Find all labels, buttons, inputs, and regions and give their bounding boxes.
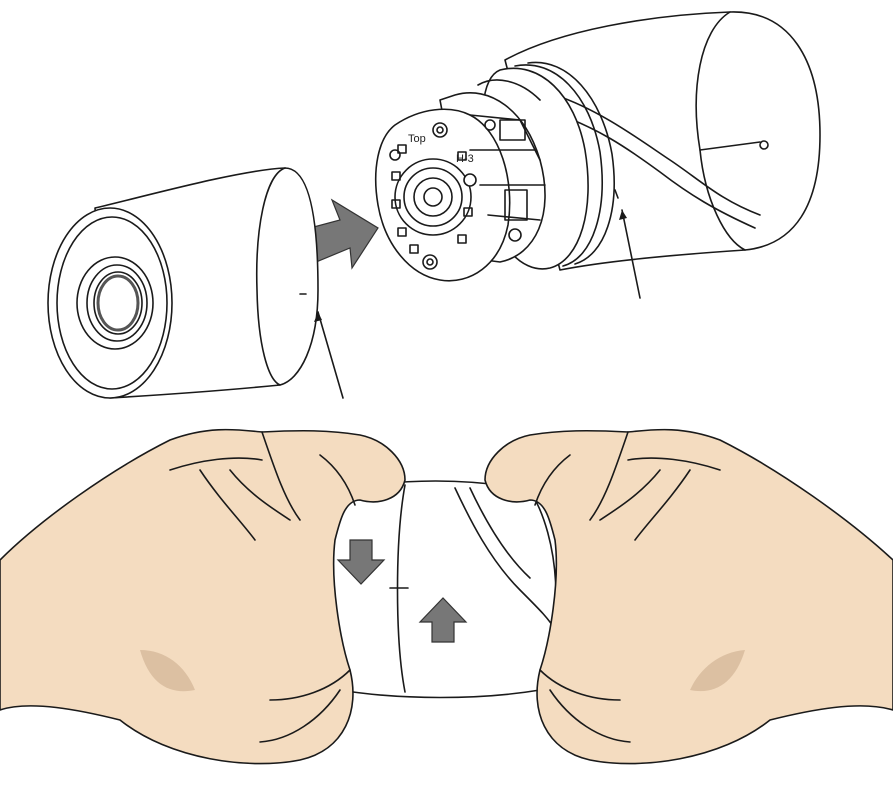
camera-in-hands <box>324 480 557 699</box>
cover-mark-pointer <box>317 311 344 399</box>
right-hand <box>484 428 893 765</box>
down-arrow <box>336 539 386 585</box>
up-arrow <box>418 597 468 643</box>
pcb-assembly: Top H-3 <box>375 92 619 282</box>
pointer-lines <box>314 209 641 399</box>
left-hand <box>0 428 406 765</box>
top-marking: Top <box>408 133 426 145</box>
arrow-shape <box>309 198 379 270</box>
insert-direction-arrow <box>309 198 379 270</box>
lens-cover <box>47 167 319 399</box>
body-mark-pointer <box>621 209 641 299</box>
model-marking: H-3 <box>456 153 474 165</box>
